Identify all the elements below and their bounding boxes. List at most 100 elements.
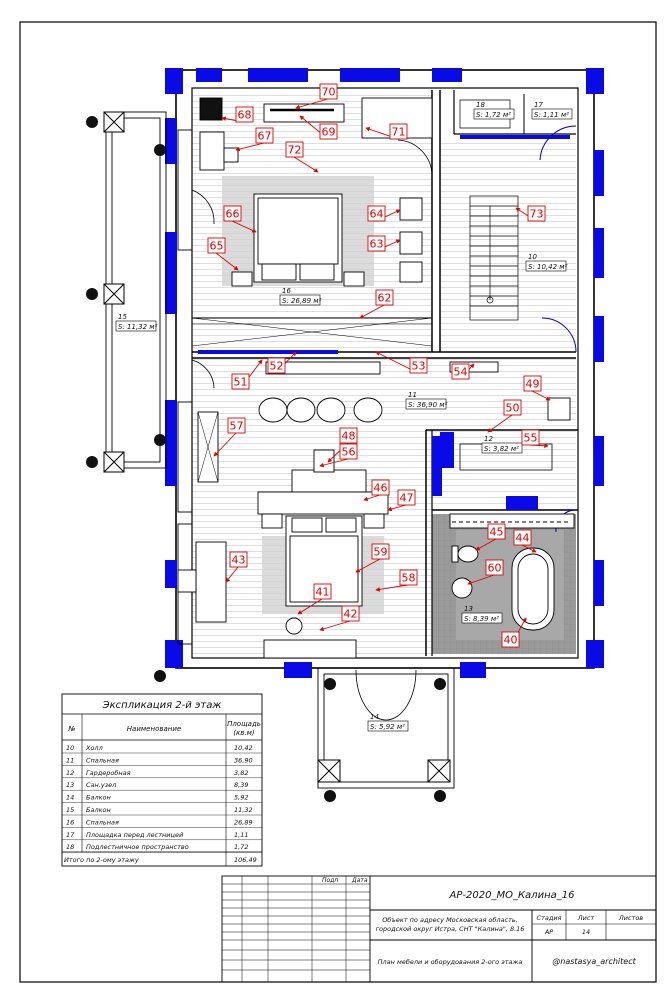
equipment-tag-72: 72 [285,141,319,173]
tag-number: 44 [516,532,530,545]
stamp-project-code: АР-2020_МО_Калина_16 [449,890,575,901]
equipment-tag-43: 43 [225,551,248,583]
explication-table: Экспликация 2-й этаж № Наименование Площ… [61,693,263,867]
room-area: S: 1,11 м² [534,111,569,119]
explication-total-label: Итого по 2-ому этажу [64,856,139,864]
tag-number: 66 [226,208,240,221]
tag-leader-arrow [295,98,329,110]
tag-leader-arrow [359,304,385,319]
tag-number: 46 [374,482,388,495]
equipment-tag-60: 60 [467,559,504,585]
tag-number: 42 [344,608,358,621]
stamp-sheet-label: Лист [577,914,595,922]
stamp-col-data: Дата [351,877,368,884]
tag-number: 40 [504,634,518,647]
explication-row-name: Площадка перед лестницей [86,831,183,839]
tag-leader-arrow [319,458,349,468]
equipment-tag-44: 44 [513,529,537,553]
equipment-tag-57: 57 [213,417,246,457]
room-number: 13 [464,605,473,613]
tag-leader-arrow [467,574,495,585]
tag-number: 64 [370,208,384,221]
tag-number: 47 [400,492,414,505]
tag-leader-arrow [475,538,497,551]
ornament-finials [86,116,446,802]
stamp-sheet-title: План мебели и оборудования 2-ого этажа [378,958,523,966]
explication-header-num: № [67,725,75,733]
equipment-tag-66: 66 [223,205,257,233]
explication-row-area: 10,42 [234,744,253,752]
tag-number: 52 [270,360,284,373]
tag-number: 69 [322,126,336,139]
balcony-columns [103,111,451,783]
equipment-tag-59: 59 [355,543,390,573]
tag-number: 72 [288,144,302,157]
equipment-tag-46: 46 [363,479,390,502]
tag-leader-arrow [231,220,257,233]
explication-row-area: 1,72 [234,843,248,851]
stamp-object-line1: Объект по адресу Московская область, [382,916,518,924]
explication-row-num: 12 [66,769,74,777]
room-number: 10 [528,253,537,261]
equipment-tag-47: 47 [387,489,416,512]
tag-number: 59 [374,546,388,559]
room-label-13: 13S: 8,39 м² [461,605,503,624]
tag-leader-arrow [293,156,319,173]
explication-row-num: 15 [66,806,74,814]
explication-header-name: Наименование [127,725,181,733]
equipment-tag-53: 53 [375,351,428,374]
stamp-sheets-label: Листов [618,914,643,922]
equipment-tag-73: 73 [515,205,546,222]
room-label-14: 14S: 5,92 м² [367,713,409,732]
equipment-tag-52: 52 [267,351,297,374]
equipment-tag-45: 45 [475,523,506,551]
tag-number: 71 [392,126,406,139]
equipment-tag-56: 56 [319,443,358,468]
tag-leader-arrow [375,584,409,592]
equipment-tag-42: 42 [319,605,360,632]
explication-row-name: Холл [85,744,103,752]
tag-number: 57 [230,420,244,433]
room-number: 17 [534,101,543,109]
explication-row-area: 3,82 [234,769,248,777]
explication-row-area: 1,11 [234,831,248,839]
equipment-tag-70: 70 [295,83,338,110]
equipment-tag-54: 54 [451,363,475,380]
explication-row-area: 36,90 [234,756,253,764]
tag-number: 50 [506,402,520,415]
explication-row-num: 16 [66,818,74,826]
equipment-tag-67: 67 [235,127,274,152]
tag-number: 49 [526,378,540,391]
equipment-tag-68: 68 [221,106,254,123]
explication-row-name: Балкон [86,806,111,814]
equipment-tag-62: 62 [359,289,394,319]
explication-row-num: 11 [66,756,74,764]
tag-number: 63 [370,238,384,251]
explication-header-area: Площадь [227,720,261,728]
equipment-tag-69: 69 [299,115,338,140]
explication-row-num: 10 [66,744,74,752]
stamp-object-line2: городской округ Истра, СНТ "Калина", 8.1… [376,925,525,933]
equipment-tag-41: 41 [297,583,332,615]
tag-number: 73 [530,208,544,221]
tag-leader-arrow [355,558,381,573]
tag-number: 53 [412,360,426,373]
room-area: S: 3,82 м² [484,445,519,453]
furniture-bedroom-16 [199,97,433,287]
stamp-stage-label: Стадия [537,914,562,922]
tag-number: 58 [402,572,416,585]
explication-row-area: 8,39 [234,781,248,789]
tag-number: 60 [488,562,502,575]
explication-title: Экспликация 2-й этаж [102,700,222,711]
equipment-tag-51: 51 [231,359,263,390]
room-area: S: 36,90 м² [408,401,448,409]
bathroom-fixtures [449,513,575,631]
equipment-tag-40: 40 [501,617,527,648]
tag-number: 51 [234,376,248,389]
room-label-17: 17 S: 1,11 м² [531,101,573,120]
tag-leader-arrow [363,494,381,502]
tag-number: 41 [316,586,330,599]
staircase [459,99,519,321]
explication-row-name: Сан.узел [86,781,116,789]
